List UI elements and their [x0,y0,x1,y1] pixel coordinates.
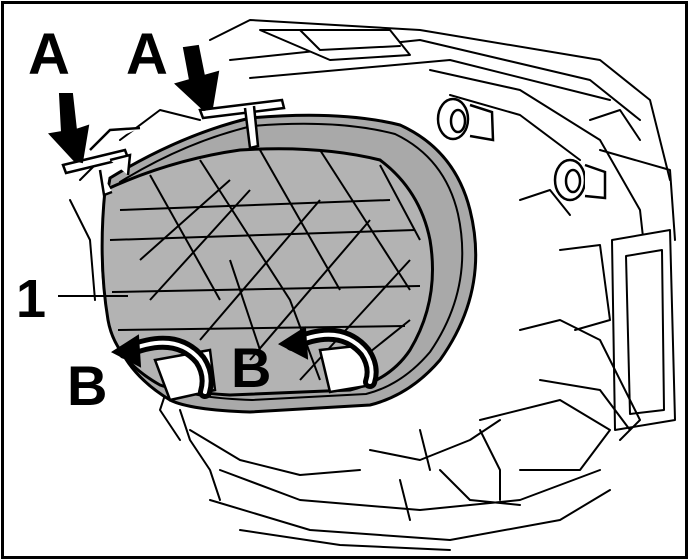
callout-part-1: 1 [16,269,47,329]
retaining-clips [61,98,286,197]
heater-housing [69,19,676,551]
arrow-down-icon [48,93,90,164]
filter-grid [109,149,421,381]
callout-a-right: A [126,22,168,87]
callout-b-right: B [231,336,272,399]
callout-b-left: B [67,354,108,417]
housing-knobs [436,97,607,202]
callout-a-left: A [28,22,70,87]
arrow-down-icon [174,44,220,112]
curved-arrow-icon [278,326,379,389]
curved-arrow-icon [111,334,214,399]
